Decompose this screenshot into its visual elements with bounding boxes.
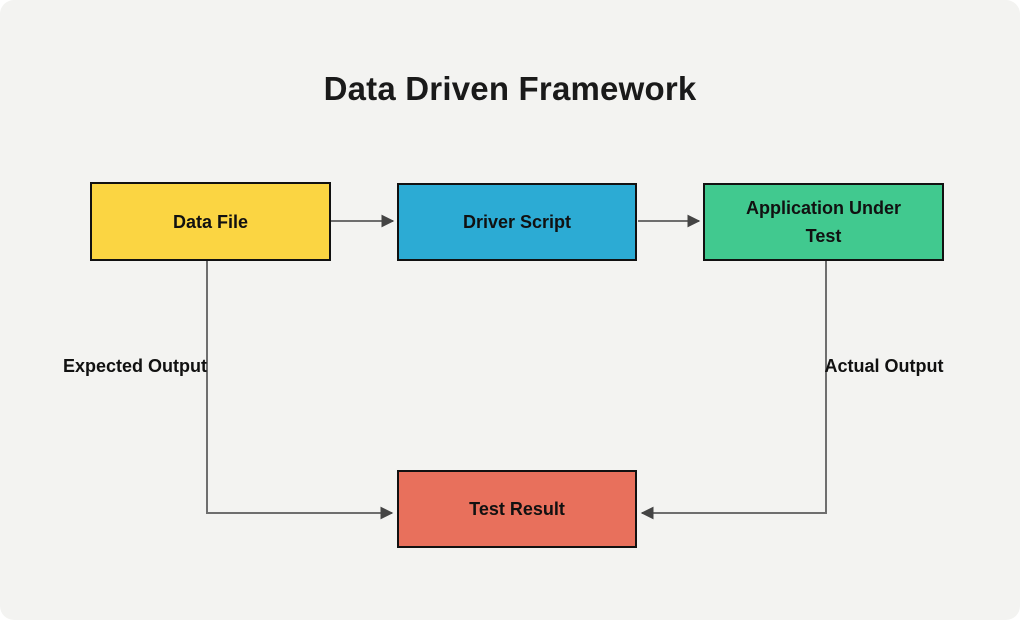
node-data-file: Data File (90, 182, 331, 261)
node-application-under-test-label: Application Under Test (745, 198, 901, 246)
node-driver-script: Driver Script (397, 183, 637, 261)
node-test-result-label: Test Result (469, 499, 565, 519)
node-data-file-label: Data File (172, 211, 249, 232)
node-test-result: Test Result (397, 470, 637, 548)
edge-label-actual-output: Actual Output (824, 356, 944, 376)
node-driver-script-label: Driver Script (462, 212, 572, 232)
diagram-title: Data Driven Framework (323, 70, 697, 107)
arrow-datafile-to-testresult (206, 261, 394, 520)
node-application-under-test: Application Under Test (703, 183, 944, 261)
edge-label-expected-output: Expected Output (62, 356, 207, 376)
arrow-aut-to-testresult (640, 261, 827, 520)
